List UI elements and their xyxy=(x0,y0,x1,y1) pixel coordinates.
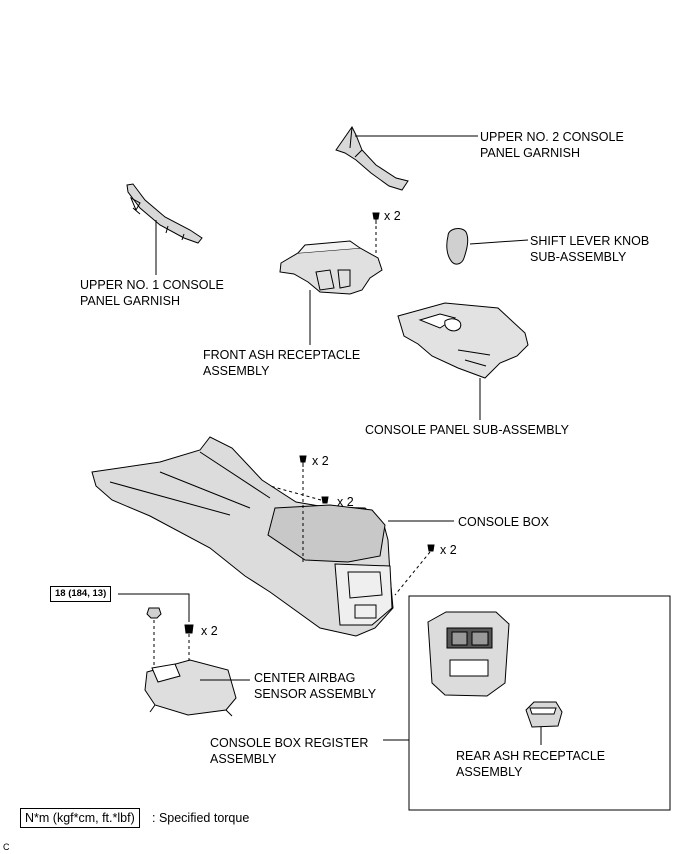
label-console-box: CONSOLE BOX xyxy=(458,515,549,529)
label-rear-ash-receptacle-line1: REAR ASH RECEPTACLE xyxy=(456,749,606,763)
console-box-bolt-b-part xyxy=(269,485,329,504)
label-center-airbag-sensor-line1: CENTER AIRBAG xyxy=(254,671,356,685)
label-console-box-register-line1: CONSOLE BOX REGISTER xyxy=(210,736,369,750)
front-ash-receptacle-part xyxy=(279,240,383,295)
center-airbag-sensor-part xyxy=(144,659,237,717)
label-center-airbag-sensor: CENTER AIRBAG SENSOR ASSEMBLY xyxy=(254,670,376,702)
shift-lever-knob-part xyxy=(446,228,469,265)
label-shift-lever-knob-line1: SHIFT LEVER KNOB xyxy=(530,234,650,248)
front-ash-screw-part xyxy=(372,212,380,256)
qty-console-box-rear-bolt: x 2 xyxy=(440,543,457,557)
console-box-part xyxy=(91,436,394,637)
figure-code: C xyxy=(3,842,10,852)
legend-description: : Specified torque xyxy=(152,811,250,825)
register-detail-frame xyxy=(408,595,671,811)
label-console-panel: CONSOLE PANEL SUB-ASSEMBLY xyxy=(365,423,569,437)
qty-console-box-bolt-a: x 2 xyxy=(312,454,329,468)
label-front-ash-receptacle-line1: FRONT ASH RECEPTACLE xyxy=(203,348,361,362)
label-rear-ash-receptacle-line2: ASSEMBLY xyxy=(456,765,523,779)
label-upper-no1-garnish: UPPER NO. 1 CONSOLE PANEL GARNISH xyxy=(80,277,224,309)
console-box-register-part xyxy=(427,611,510,697)
label-upper-no2-garnish-line2: PANEL GARNISH xyxy=(480,146,581,160)
console-box-rear-bolt-part xyxy=(394,544,435,596)
airbag-bolt-part xyxy=(184,624,194,664)
label-console-box-register-line2: ASSEMBLY xyxy=(210,752,277,766)
label-front-ash-receptacle: FRONT ASH RECEPTACLE ASSEMBLY xyxy=(203,347,360,379)
label-shift-lever-knob: SHIFT LEVER KNOB SUB-ASSEMBLY xyxy=(530,233,649,265)
label-rear-ash-receptacle: REAR ASH RECEPTACLE ASSEMBLY xyxy=(456,748,605,780)
label-upper-no1-garnish-line1: UPPER NO. 1 CONSOLE xyxy=(80,278,224,292)
legend-torque-unit: N*m (kgf*cm, ft.*lbf) xyxy=(20,808,140,828)
label-shift-lever-knob-line2: SUB-ASSEMBLY xyxy=(530,250,627,264)
console-box-bolt-a-part xyxy=(299,455,307,562)
rear-ash-receptacle-part xyxy=(525,701,563,728)
upper-no2-garnish-part xyxy=(335,126,409,191)
qty-front-ash-screw: x 2 xyxy=(384,209,401,223)
airbag-nut-part xyxy=(146,607,162,668)
torque-callout-airbag-nut: 18 (184, 13) xyxy=(50,586,112,602)
label-front-ash-receptacle-line2: ASSEMBLY xyxy=(203,364,270,378)
label-upper-no2-garnish: UPPER NO. 2 CONSOLE PANEL GARNISH xyxy=(480,129,624,161)
upper-no1-garnish-part xyxy=(126,183,203,244)
label-upper-no2-garnish-line1: UPPER NO. 2 CONSOLE xyxy=(480,130,624,144)
qty-console-box-bolt-b: x 2 xyxy=(337,495,354,509)
qty-airbag-bolt: x 2 xyxy=(201,624,218,638)
torque-callout-line xyxy=(118,593,190,622)
label-center-airbag-sensor-line2: SENSOR ASSEMBLY xyxy=(254,687,377,701)
label-upper-no1-garnish-line2: PANEL GARNISH xyxy=(80,294,181,308)
shift-knob-leader xyxy=(469,239,529,245)
label-console-box-register: CONSOLE BOX REGISTER ASSEMBLY xyxy=(210,735,368,767)
console-panel-part xyxy=(397,302,529,379)
